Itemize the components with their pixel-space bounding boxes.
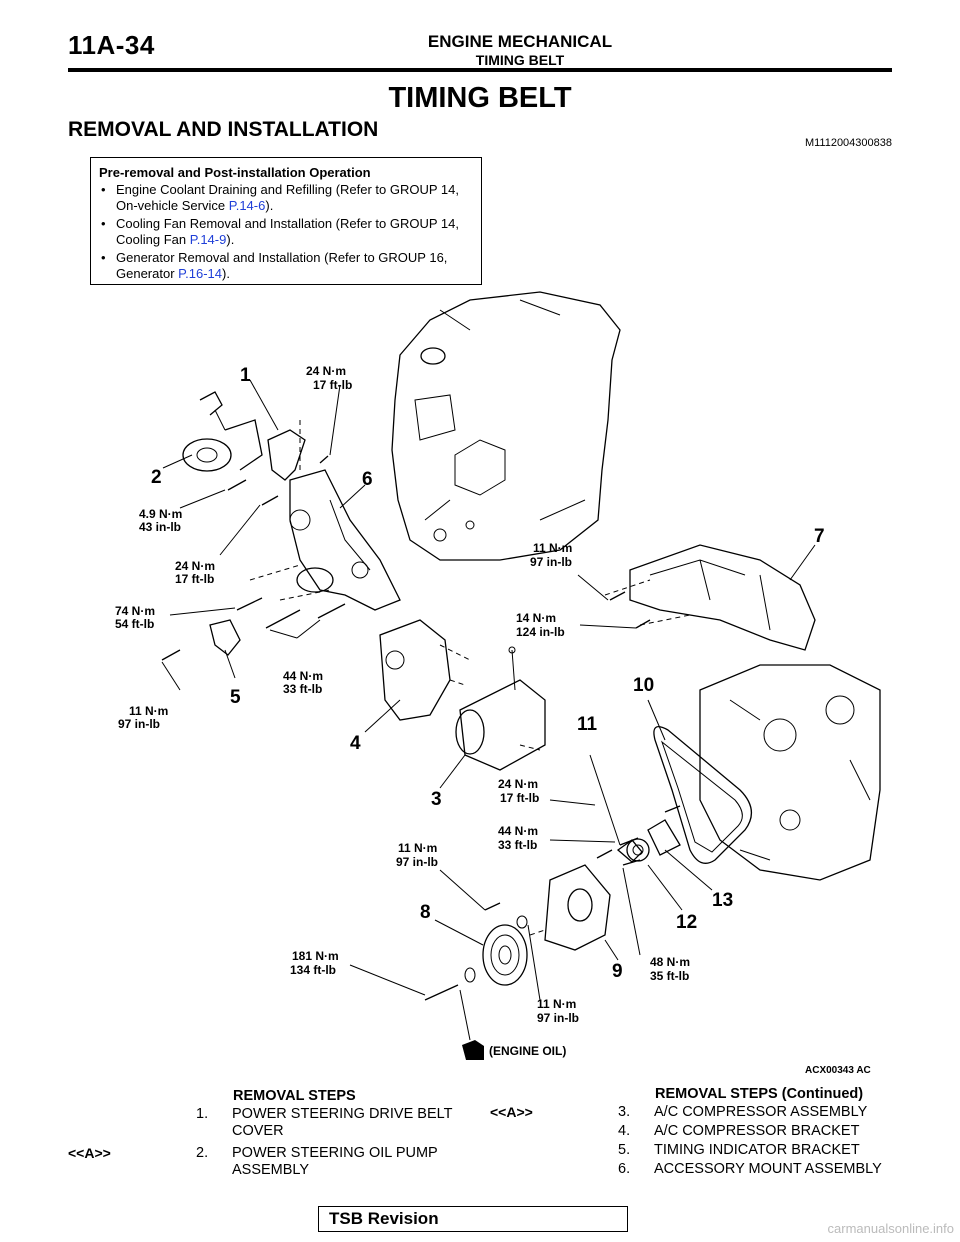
torque-label: 17 ft-lb: [313, 378, 352, 392]
callout-9: 9: [612, 961, 623, 982]
power-steering-pump-drawing: [182, 391, 263, 472]
torque-label: 44 N·m: [498, 824, 538, 838]
callout-13: 13: [712, 890, 733, 911]
torque-label: 74 N·m: [115, 604, 155, 618]
callout-12: 12: [676, 912, 697, 933]
pre-op-item: Generator Removal and Installation (Refe…: [99, 250, 473, 282]
torque-label: 24 N·m: [306, 364, 346, 378]
page-link[interactable]: P.16-14: [178, 266, 223, 281]
callout-7: 7: [814, 526, 825, 547]
torque-label: 24 N·m: [175, 559, 215, 573]
callout-10: 10: [633, 675, 654, 696]
callout-6: 6: [362, 469, 373, 490]
torque-label: 4.9 N·m: [139, 507, 182, 521]
page-link[interactable]: P.14-9: [189, 232, 227, 247]
removal-steps-continued-heading: REMOVAL STEPS (Continued): [655, 1086, 864, 1102]
torque-label: 43 in-lb: [139, 520, 181, 534]
accessory-mount-drawing: [289, 469, 401, 611]
torque-label: 124 in-lb: [516, 625, 565, 639]
torque-label: 17 ft-lb: [500, 791, 539, 805]
torque-label: 54 ft-lb: [115, 617, 154, 631]
crankshaft-pulley-drawing: [464, 864, 611, 986]
step-mark: <<A>>: [490, 1104, 533, 1120]
timing-belt-drawing: [653, 726, 752, 864]
subsection-title: TIMING BELT: [475, 52, 565, 68]
document-code: M1112004300838: [804, 137, 892, 149]
torque-label: 11 N·m: [533, 541, 572, 555]
watermark: carmanualsonline.info: [827, 1221, 954, 1236]
page-code: 11A-34: [68, 30, 155, 60]
torque-label: 35 ft-lb: [650, 969, 689, 983]
drive-belt-cover-drawing: [267, 429, 306, 481]
torque-label: 11 N·m: [398, 841, 437, 855]
engine-block-drawing: [391, 291, 621, 561]
torque-label: 48 N·m: [650, 955, 690, 969]
torque-label: 181 N·m: [292, 949, 339, 963]
pre-operation-box: Pre-removal and Post-installation Operat…: [90, 157, 482, 285]
timing-belt-cover-drawing: [604, 544, 816, 651]
page-title: TIMING BELT: [388, 82, 572, 114]
tsb-revision-box: TSB Revision: [318, 1206, 628, 1232]
tensioner-drawing: [616, 839, 643, 863]
torque-label: 97 in-lb: [396, 855, 438, 869]
ac-compressor-drawing: [455, 646, 546, 771]
torque-label: 97 in-lb: [530, 555, 572, 569]
pre-op-item: Engine Coolant Draining and Refilling (R…: [99, 182, 473, 214]
ac-bracket-drawing: [379, 619, 471, 721]
torque-label: 17 ft-lb: [175, 572, 214, 586]
leader-lines: [161, 379, 816, 1041]
engine-oil-note: (ENGINE OIL): [489, 1044, 566, 1058]
torque-label: 24 N·m: [498, 777, 538, 791]
callout-5: 5: [230, 687, 241, 708]
torque-label: 14 N·m: [516, 611, 556, 625]
torque-label: 44 N·m: [283, 669, 323, 683]
pre-operation-heading: Pre-removal and Post-installation Operat…: [99, 165, 371, 180]
step-mark: <<A>>: [68, 1145, 111, 1161]
lower-engine-drawing: [699, 664, 881, 881]
callout-1: 1: [240, 365, 251, 386]
torque-label: 11 N·m: [129, 704, 168, 718]
page-link[interactable]: P.14-6: [228, 198, 266, 213]
header-rule: [68, 68, 892, 72]
callout-3: 3: [431, 789, 442, 810]
torque-label: 97 in-lb: [118, 717, 160, 731]
section-title: ENGINE MECHANICAL: [427, 32, 613, 51]
oil-can-icon: [462, 1040, 484, 1060]
diagram-code: ACX00343 AC: [805, 1065, 871, 1076]
callout-8: 8: [420, 902, 431, 923]
pre-op-item: Cooling Fan Removal and Installation (Re…: [99, 216, 473, 248]
torque-label: 33 ft-lb: [283, 682, 322, 696]
section-heading: REMOVAL AND INSTALLATION: [68, 118, 379, 141]
removal-steps-heading: REMOVAL STEPS: [233, 1088, 356, 1104]
torque-label: 134 ft-lb: [290, 963, 336, 977]
tensioner-pulley-drawing: [626, 819, 681, 862]
callout-2: 2: [151, 467, 162, 488]
torque-label: 33 ft-lb: [498, 838, 537, 852]
torque-label: 11 N·m: [537, 997, 576, 1011]
timing-indicator-bracket-drawing: [209, 619, 241, 656]
exploded-diagram: 1 2 3 4 5 6 7 8 9 10 11 12 13 24 N·m 17 …: [115, 291, 881, 1076]
callout-4: 4: [350, 733, 361, 754]
torque-label: 97 in-lb: [537, 1011, 579, 1025]
callout-11: 11: [577, 714, 598, 735]
